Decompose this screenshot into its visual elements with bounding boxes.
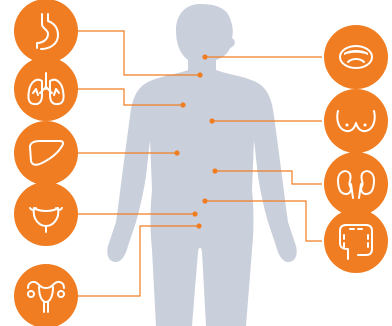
kidneys-icon	[324, 152, 388, 216]
organ-location-dots	[174, 54, 218, 229]
connector-stomach	[78, 30, 200, 76]
mouth-icon	[324, 25, 388, 89]
connector-uterus	[78, 225, 199, 297]
bladder-icon	[14, 182, 78, 246]
connector-lungs	[78, 88, 183, 106]
dot-kidneys	[212, 168, 218, 174]
dot-stomach	[197, 72, 203, 78]
dot-lungs	[180, 102, 186, 108]
breasts-icon	[324, 89, 388, 153]
stomach-icon	[14, 0, 78, 63]
body-silhouette	[107, 4, 297, 326]
liver-icon	[14, 121, 78, 185]
dot-bladder	[192, 211, 198, 217]
dot-colon	[202, 198, 208, 204]
dot-uterus	[196, 223, 202, 229]
dot-mouth	[202, 54, 208, 60]
dot-breasts	[209, 118, 215, 124]
connector-colon	[205, 200, 322, 242]
colon-icon	[324, 209, 388, 273]
lungs-icon	[14, 57, 78, 121]
uterus-icon	[14, 264, 78, 326]
connector-kidneys	[215, 170, 322, 185]
connector-lines	[78, 30, 322, 297]
dot-liver	[174, 150, 180, 156]
